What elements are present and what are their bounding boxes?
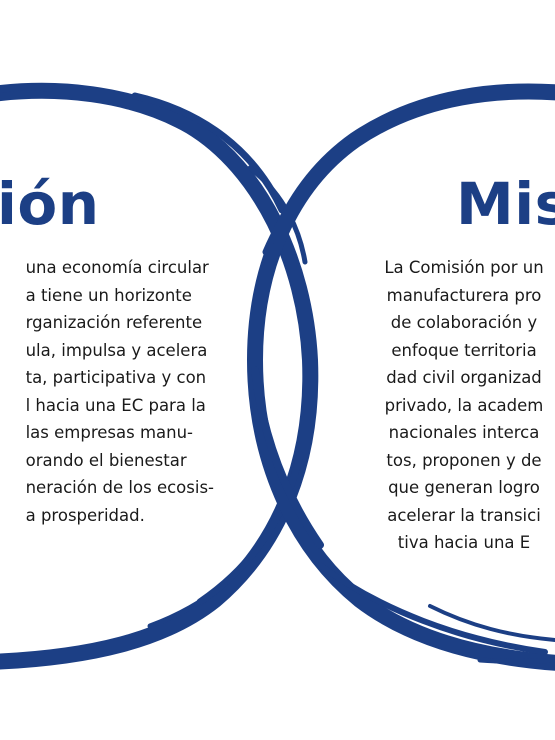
vision-line: una economía circular — [25, 258, 209, 277]
vision-brush-circle — [0, 82, 319, 670]
vision-line: ula, impulsa y acelera — [25, 340, 208, 360]
mision-brush-circle — [246, 83, 555, 671]
mision-line: La Comisión por un — [384, 258, 544, 277]
vision-line: las empresas manu- — [25, 423, 194, 442]
vision-line: orando el bienestar — [25, 450, 187, 470]
mision-line: que generan logro — [388, 478, 540, 497]
vision-line: l hacia una EC para la — [25, 395, 206, 415]
mision-line: tiva hacia una E — [397, 533, 531, 552]
mision-line: acelerar la transici — [387, 505, 541, 525]
vision-line: ta, participativa y con — [25, 368, 207, 387]
vision-line: a tiene un horizonte — [25, 285, 192, 305]
vision-heading: sión — [0, 170, 100, 238]
vision-line: rganización referente — [25, 313, 203, 332]
vision-paragraph: una economía circular a tiene un horizon… — [26, 254, 214, 529]
mision-paragraph: La Comisión por un manufacturera pro de … — [324, 254, 555, 557]
vision-line: neración de los ecosis- — [25, 478, 214, 497]
mision-line: privado, la academ — [384, 395, 544, 415]
mision-line: dad civil organizad — [386, 368, 542, 387]
mision-line: enfoque territoria — [391, 340, 537, 360]
mision-heading: Mis — [456, 170, 555, 238]
mision-line: tos, proponen y de — [386, 450, 542, 470]
mision-line: manufacturera pro — [386, 285, 542, 305]
mision-line: nacionales interca — [388, 423, 540, 442]
mision-line: de colaboración y — [390, 313, 538, 332]
vision-line: a prosperidad. — [25, 505, 145, 525]
